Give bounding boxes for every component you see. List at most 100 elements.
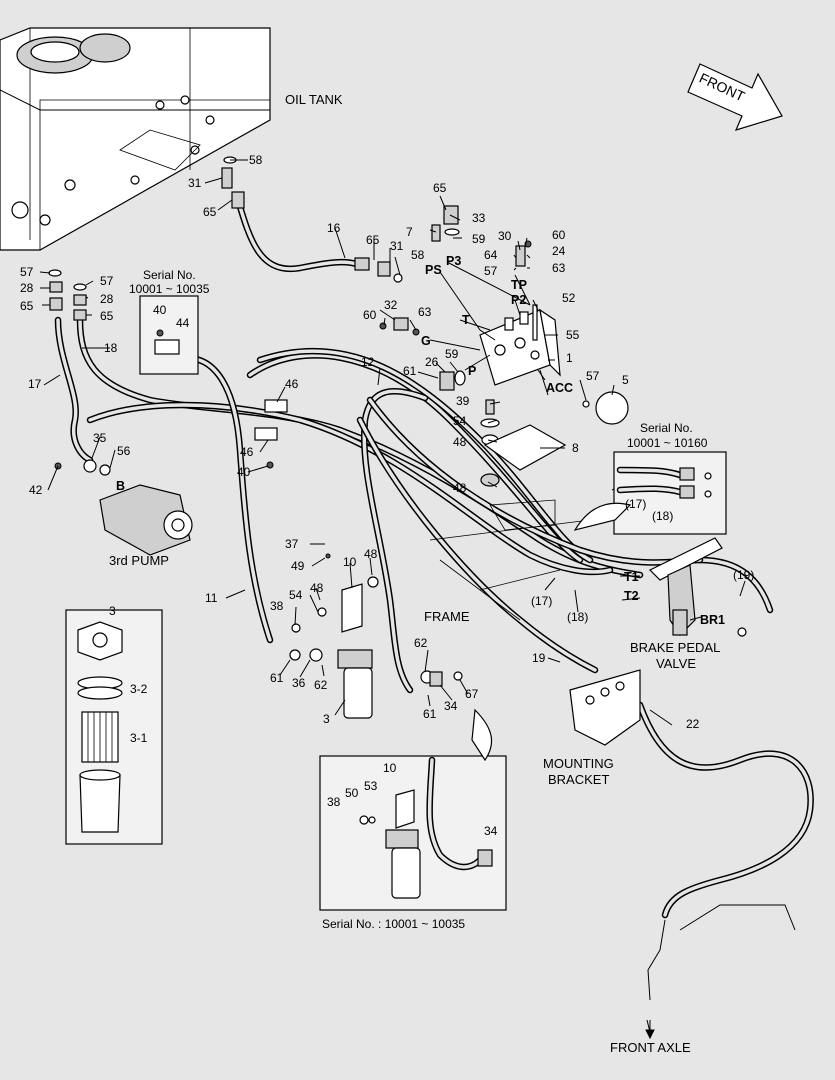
callout: 56 — [117, 444, 131, 458]
callout: 65 — [203, 205, 217, 219]
port-p3: P3 — [446, 254, 461, 268]
serial-b-label-2: 10001 ~ 10160 — [627, 436, 708, 450]
callout: 54 — [453, 414, 467, 428]
callout: 11 — [205, 591, 218, 605]
callout: 60 — [363, 308, 377, 322]
brake-pedal-valve — [648, 537, 747, 637]
brake-control-valve — [479, 304, 561, 386]
filter-exploded-inset — [65, 609, 163, 845]
serial-inset-b — [573, 451, 727, 535]
callout: 38 — [327, 795, 341, 809]
callout: 52 — [562, 291, 576, 305]
filter-assembly — [289, 553, 463, 719]
callout: 28 — [100, 292, 114, 306]
port-t: T — [462, 313, 470, 327]
callout: 57 — [20, 265, 34, 279]
port-t2: T2 — [624, 589, 639, 603]
frame-outline — [429, 499, 591, 621]
callout: 34 — [444, 699, 458, 713]
callout: 26 — [425, 355, 439, 369]
callout: 5 — [622, 373, 629, 387]
serial-c-label: Serial No. : 10001 ~ 10035 — [322, 917, 465, 931]
callout: 10 — [383, 761, 397, 775]
callout: 3 — [323, 712, 330, 726]
callout: 63 — [418, 305, 432, 319]
callout: 8 — [572, 441, 579, 455]
callout: 33 — [472, 211, 486, 225]
serial-inset-c — [319, 708, 507, 911]
callout: 63 — [552, 261, 566, 275]
port-ps: PS — [425, 263, 442, 277]
port-tp: TP — [511, 278, 527, 292]
front-axle-label: FRONT AXLE — [610, 1040, 691, 1055]
callout: 58 — [411, 248, 425, 262]
serial-a-label-2: 10001 ~ 10035 — [129, 282, 210, 296]
callout: 67 — [465, 687, 479, 701]
callout: 31 — [188, 176, 202, 190]
callout: 62 — [414, 636, 428, 650]
brake-pedal-valve-label-2: VALVE — [656, 656, 696, 671]
third-pump — [54, 459, 193, 556]
callout: 34 — [484, 824, 498, 838]
callout: 37 — [285, 537, 299, 551]
hose-bundle — [54, 196, 814, 1001]
callout: 60 — [552, 228, 566, 242]
callout: 61 — [423, 707, 437, 721]
callout: 65 — [433, 181, 447, 195]
callout: 49 — [291, 559, 305, 573]
serial-inset-a — [139, 295, 199, 375]
callout: 61 — [270, 671, 284, 685]
callout: 42 — [29, 483, 43, 497]
callout: 28 — [20, 281, 34, 295]
callout: 46 — [285, 377, 299, 391]
callout: (17) — [531, 594, 552, 608]
brake-pedal-valve-label-1: BRAKE PEDAL — [630, 640, 720, 655]
serial-a-label-1: Serial No. — [143, 268, 196, 282]
callout: 48 — [310, 581, 324, 595]
callout: (18) — [652, 509, 673, 523]
callout: 3-2 — [130, 682, 148, 696]
third-pump-label: 3rd PUMP — [109, 553, 169, 568]
callout: 50 — [345, 786, 359, 800]
callout: 39 — [456, 394, 470, 408]
mounting-bracket — [569, 669, 641, 746]
callout: 1 — [566, 351, 573, 365]
callout: (17) — [625, 497, 646, 511]
callout: 62 — [314, 678, 328, 692]
callout: 19 — [532, 651, 546, 665]
callout: 3-1 — [130, 731, 148, 745]
part-callouts: 58 31 65 16 65 31 58 65 7 33 59 30 60 64… — [20, 153, 754, 838]
port-g: G — [421, 334, 431, 348]
callout: 48 — [453, 435, 467, 449]
serial-b-label-1: Serial No. — [640, 421, 693, 435]
mounting-bracket-label-1: MOUNTING — [543, 756, 614, 771]
callout: 64 — [484, 248, 498, 262]
front-axle-arrow — [645, 1020, 655, 1040]
frame-label: FRAME — [424, 609, 470, 624]
oil-tank — [0, 27, 271, 251]
mounting-bracket-label-2: BRACKET — [548, 772, 609, 787]
callout: 22 — [686, 717, 700, 731]
callout: 16 — [327, 221, 341, 235]
callout: 57 — [586, 369, 600, 383]
port-p2: P2 — [511, 293, 526, 307]
port-p: P — [468, 364, 476, 378]
callout: 65 — [366, 233, 380, 247]
callout: 30 — [498, 229, 512, 243]
port-acc: ACC — [546, 381, 573, 395]
port-br1: BR1 — [700, 613, 725, 627]
callout: 55 — [566, 328, 580, 342]
callout: 40 — [237, 465, 251, 479]
callout: 40 — [153, 303, 167, 317]
callout: 24 — [552, 244, 566, 258]
port-b: B — [116, 479, 125, 493]
callout: 59 — [445, 347, 459, 361]
callout: 3 — [109, 604, 116, 618]
callout: 10 — [343, 555, 357, 569]
callout: 48 — [453, 481, 467, 495]
callout: 65 — [20, 299, 34, 313]
callout: 57 — [484, 264, 498, 278]
callout: 32 — [384, 298, 398, 312]
callout: 36 — [292, 676, 306, 690]
